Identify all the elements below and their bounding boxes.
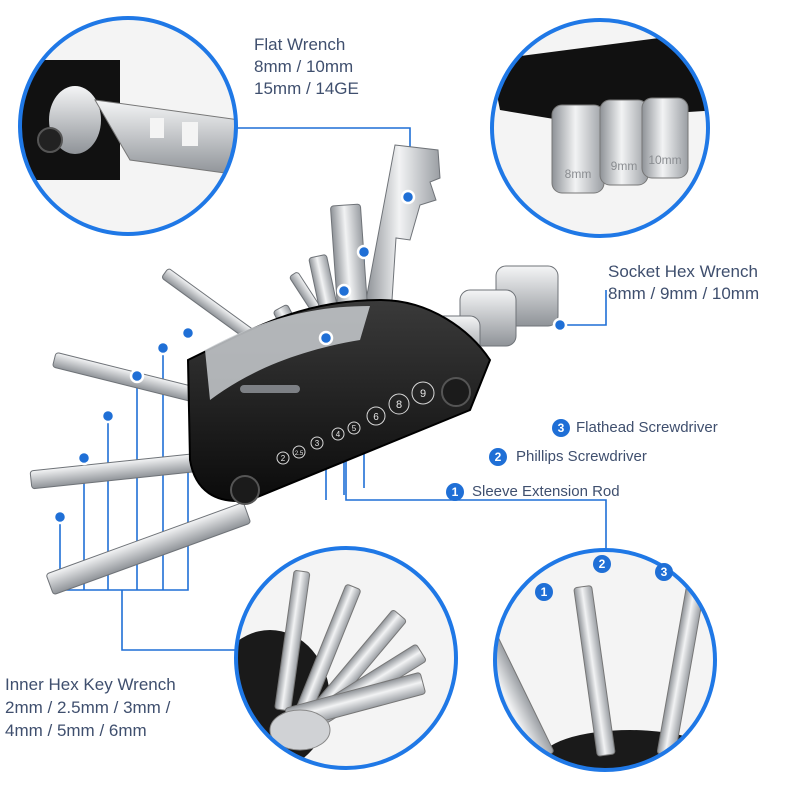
central-multi-tool: 2 2.5 3 4 5 6 8 9 xyxy=(29,144,568,595)
closeup-hex-keys xyxy=(234,546,458,770)
size-mark-8: 8 xyxy=(396,399,402,411)
socket-wrench-title: Socket Hex Wrench xyxy=(608,262,758,281)
size-mark-2: 2 xyxy=(281,454,286,463)
socket-wrench-label: Socket Hex Wrench 8mm / 9mm / 10mm xyxy=(608,261,759,305)
closeup-badge-2: 2 xyxy=(593,555,611,573)
socket-wrench-sizes: 8mm / 9mm / 10mm xyxy=(608,284,760,303)
legend-phillips: Phillips Screwdriver xyxy=(516,448,647,465)
closeup-flat-wrench xyxy=(18,16,238,236)
closeup-screwdrivers xyxy=(493,548,717,772)
inner-hex-sizes-1: 2mm / 2.5mm / 3mm / xyxy=(5,698,171,717)
closeup-socket-wrench: 8mm 9mm 10mm xyxy=(490,18,710,238)
closeup-badge-1: 1 xyxy=(535,583,553,601)
size-mark-6: 6 xyxy=(373,412,379,423)
legend-badge-3: 3 xyxy=(552,419,570,437)
socket-mark-10mm: 10mm xyxy=(648,153,681,167)
flat-wrench-sizes-1: 8mm / 10mm xyxy=(254,57,354,76)
legend-flathead: Flathead Screwdriver xyxy=(576,419,718,436)
flat-wrench-title: Flat Wrench xyxy=(254,35,346,54)
socket-mark-8mm: 8mm xyxy=(565,167,592,181)
size-mark-2-5: 2.5 xyxy=(295,451,304,457)
legend-extension-rod: Sleeve Extension Rod xyxy=(472,483,620,500)
size-mark-4: 4 xyxy=(336,430,341,439)
inner-hex-label: Inner Hex Key Wrench 2mm / 2.5mm / 3mm /… xyxy=(5,673,176,742)
inner-hex-title: Inner Hex Key Wrench xyxy=(5,675,176,694)
flat-wrench-label: Flat Wrench 8mm / 10mm 15mm / 14GE xyxy=(254,34,359,100)
flat-wrench-sizes-2: 15mm / 14GE xyxy=(254,79,359,98)
size-mark-5: 5 xyxy=(352,424,357,433)
size-mark-9: 9 xyxy=(420,388,426,400)
inner-hex-sizes-2: 4mm / 5mm / 6mm xyxy=(5,721,147,740)
size-mark-3: 3 xyxy=(315,439,320,448)
legend-badge-2: 2 xyxy=(489,448,507,466)
socket-mark-9mm: 9mm xyxy=(611,159,638,173)
closeup-badge-3: 3 xyxy=(655,563,673,581)
legend-badge-1: 1 xyxy=(446,483,464,501)
